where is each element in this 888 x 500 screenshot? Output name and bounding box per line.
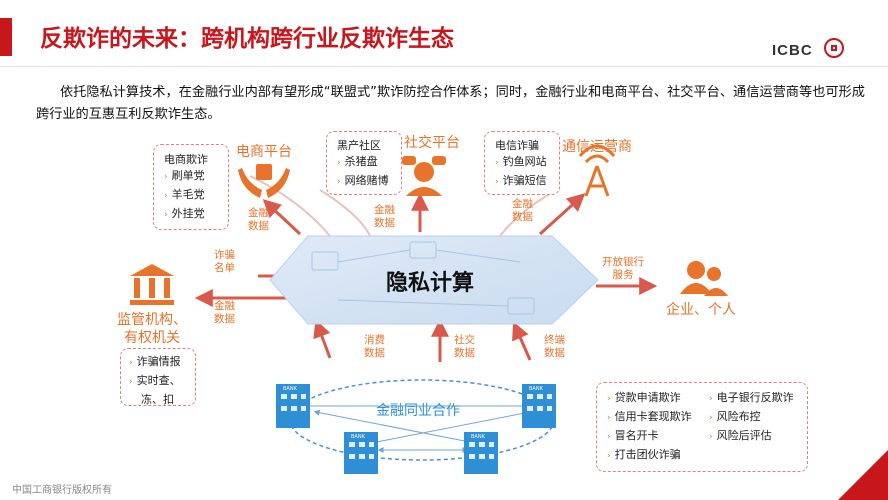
ecommerce-fraud-box: 电商欺诈 ›刷单党 ›羊毛党 ›外挂党 [153,144,229,230]
list-item: ›实时查、 [129,374,181,387]
social-flow-label: 金融数据 [374,204,395,229]
open-banking-flow-label: 开放银行服务 [602,256,644,281]
bank-building-label: BANK [351,434,365,440]
enterprise-people-icon [680,261,728,296]
terminal-data-flow-label: 终端数据 [544,334,565,359]
chevron-right-icon: › [607,413,611,423]
social-people-icon [402,156,446,196]
list-item: ›诈骗短信 [495,174,547,187]
chevron-right-icon: › [129,377,133,387]
corner-decoration [838,450,888,500]
bank-building-label: BANK [529,386,543,392]
list-item: 冻、扣 [141,393,174,406]
telecom-tower-icon [578,144,616,197]
ecommerce-hands-icon [238,164,290,198]
list-item: ›外挂党 [164,207,205,220]
enterprise-label: 企业、个人 [666,302,736,318]
arrow-consumer-data [313,319,332,359]
box-title: 电信诈骗 [495,139,539,152]
chevron-right-icon: › [495,158,499,168]
telecom-fraud-box: 电信诈骗 ›钓鱼网站 ›诈骗短信 [484,131,560,195]
page-title: 反欺诈的未来：跨机构跨行业反欺诈生态 [40,26,454,52]
list-item: ›刷单党 [164,169,205,182]
telecom-label: 通信运营商 [562,139,632,155]
title-accent-bar [0,18,12,56]
box-title: 电商欺诈 [164,153,208,166]
list-item: ›钓鱼网站 [495,155,547,168]
chevron-right-icon: › [607,432,611,442]
privacy-computing-hexagon [269,235,599,325]
regulator-box: ›诈骗情报 ›实时查、 冻、扣 [120,348,196,406]
social-data-flow-label: 社交数据 [454,334,475,359]
black-market-box: 黑产社区 ›杀猪盘 ›网络赌博 [326,131,402,195]
chevron-right-icon: › [164,172,168,182]
chevron-right-icon: › [337,158,341,168]
ecommerce-label: 电商平台 [236,144,292,160]
intro-paragraph: 依托隐私计算技术，在金融行业内部有望形成“联盟式”欺诈防控合作体系；同时，金融行… [36,85,865,122]
chevron-right-icon: › [129,358,133,368]
list-item: ›诈骗情报 [129,355,181,368]
list-item: ›贷款申请欺诈 [607,391,681,404]
arrow-terminal-data [512,321,532,361]
icbc-logo-icon [824,38,844,58]
list-item: ›杀猪盘 [337,155,378,168]
regulator-outflow-label: 金融数据 [214,300,235,325]
ecommerce-flow-label: 金融数据 [248,207,269,232]
social-label: 社交平台 [404,135,460,151]
regulator-label: 监管机构、有权机关 [117,312,187,346]
regulator-building-icon [130,264,174,305]
list-item: ›信用卡套现欺诈 [607,410,692,423]
chevron-right-icon: › [709,413,713,423]
bank-cooperation-label: 金融同业合作 [376,403,460,419]
chevron-right-icon: › [164,191,168,201]
arrow-to-ecommerce [262,199,302,236]
box-title: 黑产社区 [337,139,381,152]
chevron-right-icon: › [709,394,713,404]
chevron-right-icon: › [495,177,499,187]
list-item: ›风险布控 [709,410,761,423]
telecom-flow-label: 金融数据 [512,198,533,223]
faint-curve-left [249,175,331,237]
list-item: ›冒名开卡 [607,429,659,442]
copyright-footer: 中国工商银行版权所有 [12,485,112,496]
list-item: ›风险后评估 [709,429,772,442]
list-item: ›打击团伙诈骗 [607,448,681,461]
chevron-right-icon: › [607,451,611,461]
consumer-data-flow-label: 消费数据 [364,334,385,359]
bank-building-label: BANK [471,434,485,440]
faint-curve-mid [319,189,371,237]
chevron-right-icon: › [709,432,713,442]
arrow-to-telecom [538,193,586,236]
list-item: ›羊毛党 [164,188,205,201]
bank-network-ellipse [289,379,555,461]
list-item: ›电子银行反欺诈 [709,391,794,404]
regulator-inflow-label: 诈骗名单 [214,249,235,274]
bank-fraud-box: ›贷款申请欺诈 ›信用卡套现欺诈 ›冒名开卡 ›打击团伙诈骗 ›电子银行反欺诈 … [596,382,808,472]
center-label: 隐私计算 [386,271,475,296]
chevron-right-icon: › [164,210,168,220]
list-item: ›网络赌博 [337,174,389,187]
chevron-right-icon: › [337,177,341,187]
chevron-right-icon: › [607,394,611,404]
icbc-logo-text: ICBC [772,42,813,59]
bank-building-label: BANK [283,386,297,392]
title-divider [0,66,888,67]
